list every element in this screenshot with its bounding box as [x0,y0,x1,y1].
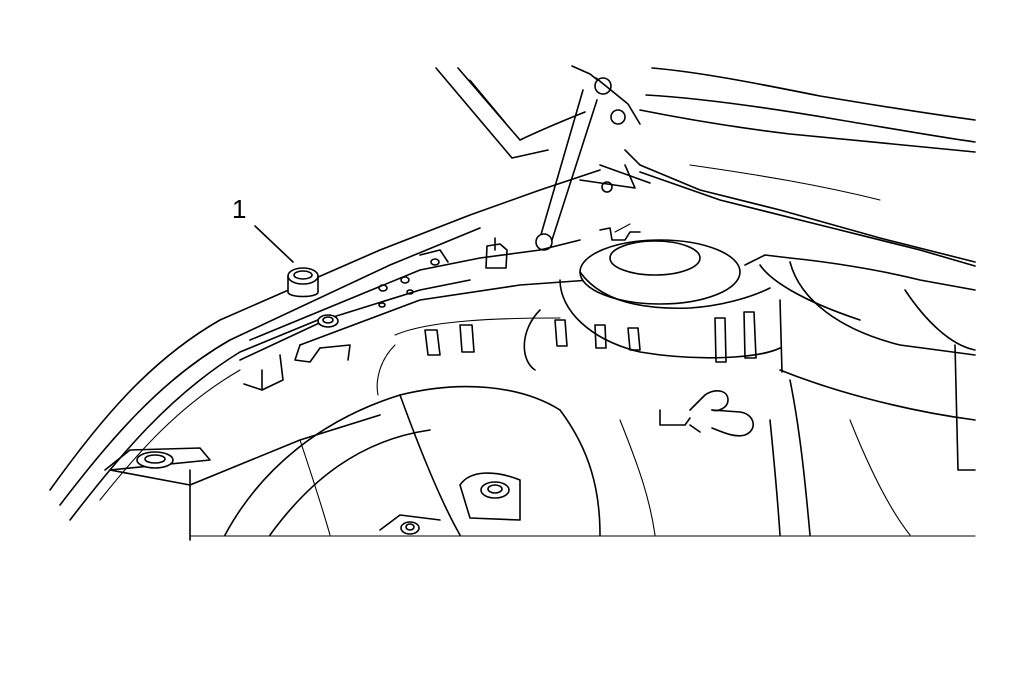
lower-bracket [379,472,521,535]
rail-bracket [243,344,351,391]
fender-edge [49,169,601,521]
callout-1-label: 1 [232,194,246,224]
callout-1-bumper [287,267,319,298]
hose-connector [485,223,641,269]
strut-housing-ribs [376,311,757,396]
hood-prop-rod [535,65,641,251]
right-body-contours [744,254,976,536]
hood-panel [435,67,976,159]
wheelhouse-lower [104,385,656,541]
fender-bolt [317,314,339,328]
cowl-panel [579,149,976,267]
callout-1-leader [254,225,294,263]
fender-rail [239,239,591,361]
wire-clip [659,390,754,437]
strut-tower [523,239,783,373]
